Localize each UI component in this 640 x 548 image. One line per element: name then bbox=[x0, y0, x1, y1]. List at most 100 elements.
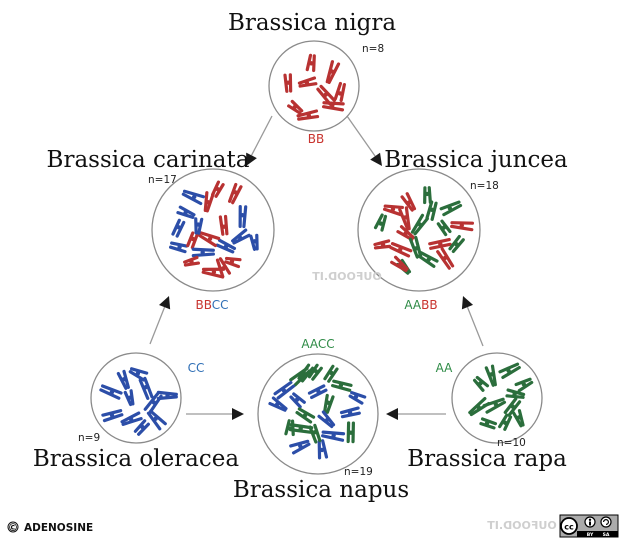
genome-part: AA bbox=[301, 337, 319, 351]
genome-part: BB bbox=[308, 132, 324, 146]
title-carinata: Brassica carinata bbox=[47, 147, 250, 173]
arrow-rapa-to-juncea bbox=[461, 296, 484, 347]
chromosome bbox=[116, 369, 130, 390]
genome-part: BB bbox=[195, 298, 211, 312]
chromosome bbox=[317, 439, 329, 460]
chromosome bbox=[410, 213, 429, 236]
chromosome bbox=[186, 231, 199, 250]
chromosome bbox=[323, 364, 339, 383]
arrows-layer bbox=[149, 115, 484, 420]
chromosome bbox=[228, 182, 243, 205]
chromosome bbox=[305, 53, 316, 73]
chromosome bbox=[273, 380, 296, 400]
genome-part: CC bbox=[212, 298, 229, 312]
genome-carinata: BBCC bbox=[195, 298, 228, 312]
circle-napus bbox=[257, 353, 379, 475]
chromosome bbox=[231, 228, 251, 245]
chromosome bbox=[287, 99, 304, 115]
cc-main-label: cc bbox=[564, 523, 574, 532]
footer-credit: © ADENOSINE bbox=[7, 521, 93, 534]
arrow-rapa-to-napus bbox=[386, 408, 446, 420]
chromosome bbox=[468, 397, 491, 417]
chromosome bbox=[143, 392, 163, 415]
watermark-center: OUFOOD.IT bbox=[312, 270, 382, 283]
chromosome bbox=[400, 192, 417, 212]
chromosome bbox=[295, 407, 316, 424]
chromosome bbox=[238, 204, 248, 229]
chromosome bbox=[389, 242, 413, 258]
sa-label: SA bbox=[603, 532, 610, 538]
chromosome bbox=[268, 396, 288, 412]
chromosome bbox=[339, 406, 361, 419]
count-juncea: n=18 bbox=[470, 180, 499, 192]
chromosome bbox=[297, 363, 315, 383]
chromosome bbox=[348, 391, 367, 405]
sa-share-alike-icon bbox=[600, 516, 612, 528]
chromosome bbox=[382, 204, 404, 217]
title-napus: Brassica napus bbox=[233, 477, 409, 503]
chromosome bbox=[503, 397, 522, 417]
genome-napus: AACC bbox=[301, 337, 334, 351]
genome-part: CC bbox=[188, 361, 205, 375]
copyright-symbol: © bbox=[8, 522, 19, 534]
by-label: BY bbox=[587, 532, 594, 538]
chromosome bbox=[120, 411, 143, 426]
arrow-oleracea-to-carinata bbox=[149, 296, 171, 345]
chromosome bbox=[171, 218, 186, 238]
cc-license-badge: cc BY SA bbox=[559, 514, 619, 538]
count-oleracea: n=9 bbox=[78, 432, 100, 444]
chromosome bbox=[331, 379, 353, 392]
chromosome bbox=[505, 388, 526, 399]
chromosome bbox=[181, 189, 206, 206]
chromosome bbox=[498, 362, 521, 380]
chromosome bbox=[215, 238, 237, 254]
title-rapa: Brassica rapa bbox=[407, 446, 567, 472]
title-nigra: Brassica nigra bbox=[228, 10, 396, 36]
nucleus-outline bbox=[451, 352, 543, 444]
chromosome bbox=[408, 235, 423, 259]
footer-brand: ADENOSINE bbox=[24, 522, 93, 534]
chromosome bbox=[398, 206, 411, 231]
chromosome bbox=[484, 364, 497, 387]
chromosome bbox=[128, 367, 149, 382]
chromosome bbox=[133, 419, 150, 436]
genome-part: AA bbox=[436, 361, 454, 375]
chromosome bbox=[317, 410, 336, 429]
title-oleracea: Brassica oleracea bbox=[33, 446, 239, 472]
circle-juncea bbox=[357, 168, 481, 292]
chromosome bbox=[289, 392, 306, 409]
genome-rapa: AA bbox=[436, 361, 454, 375]
chromosome bbox=[176, 205, 196, 219]
genome-nigra: BB bbox=[308, 132, 324, 146]
chromosome bbox=[288, 423, 314, 434]
chromosome bbox=[436, 219, 452, 237]
count-napus: n=19 bbox=[344, 466, 373, 478]
count-rapa: n=10 bbox=[497, 437, 526, 449]
count-nigra: n=8 bbox=[362, 43, 384, 55]
count-carinata: n=17 bbox=[148, 174, 177, 186]
chromosome bbox=[146, 409, 167, 431]
chromosome bbox=[450, 221, 475, 232]
circle-oleracea bbox=[90, 352, 182, 444]
nucleus-outline bbox=[151, 168, 275, 292]
chromosome bbox=[448, 234, 465, 254]
chromosome bbox=[425, 200, 438, 221]
chromosome bbox=[296, 109, 320, 121]
chromosome bbox=[203, 191, 215, 213]
arrow-nigra-to-carinata bbox=[246, 115, 273, 166]
genome-part: AA bbox=[404, 298, 422, 312]
chromosome bbox=[333, 81, 346, 103]
chromosome bbox=[307, 363, 323, 381]
chromosome bbox=[308, 423, 322, 444]
chromosome bbox=[169, 241, 189, 254]
chromosome bbox=[423, 186, 432, 205]
chromosome bbox=[289, 439, 311, 455]
chromosome bbox=[101, 409, 124, 423]
genome-part: CC bbox=[318, 337, 335, 351]
chromosome bbox=[323, 393, 335, 414]
chromosome bbox=[297, 76, 318, 88]
chromosome bbox=[215, 257, 231, 278]
arrow-nigra-to-juncea bbox=[346, 115, 382, 166]
chromosome bbox=[373, 239, 392, 250]
